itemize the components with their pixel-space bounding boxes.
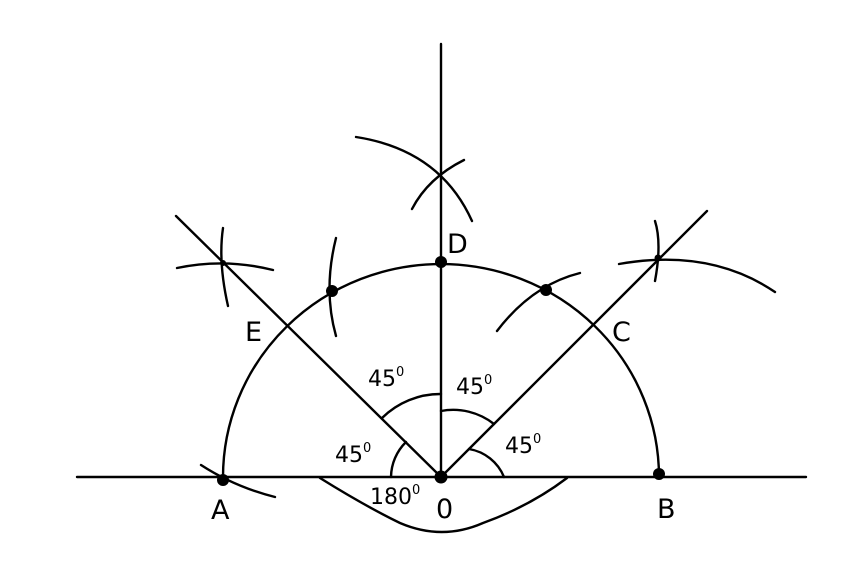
angle-label-lower-right: 450 <box>505 432 541 459</box>
label-d: D <box>447 229 468 260</box>
construction-arc-dc <box>495 271 582 333</box>
angle-label-lower-left: 450 <box>335 441 371 468</box>
angle-arc-upper-left <box>380 392 443 420</box>
label-e: E <box>245 317 262 348</box>
label-o: 0 <box>436 494 453 525</box>
point-a-dot <box>217 474 229 486</box>
label-a: A <box>211 495 230 526</box>
point-b-dot <box>653 468 665 480</box>
construction-arc-c-horizontal <box>617 258 777 294</box>
ray-oc <box>439 209 709 479</box>
angle-arc-lower-right <box>467 447 506 479</box>
midpoint-arc-de-dot <box>326 285 338 297</box>
intersection-c-dot <box>654 254 662 262</box>
ray-oe <box>174 214 443 479</box>
intersection-e-dot <box>220 260 226 266</box>
construction-arc-d-left <box>354 135 474 223</box>
label-b: B <box>657 494 676 525</box>
construction-arc-d-right <box>410 158 466 211</box>
midpoint-arc-dc-dot <box>540 284 552 296</box>
construction-arc-a <box>199 463 277 499</box>
angle-arc-180 <box>318 476 569 534</box>
label-c: C <box>612 317 631 348</box>
point-o-dot <box>434 470 448 484</box>
angle-arc-lower-left <box>389 440 408 479</box>
angle-label-upper-left: 450 <box>368 365 404 392</box>
angle-arc-upper-right <box>439 408 496 426</box>
point-d-dot <box>435 256 447 268</box>
angle-label-straight: 1800 <box>370 483 420 510</box>
construction-arc-c-vertical <box>653 219 660 283</box>
angle-label-upper-right: 450 <box>456 373 492 400</box>
